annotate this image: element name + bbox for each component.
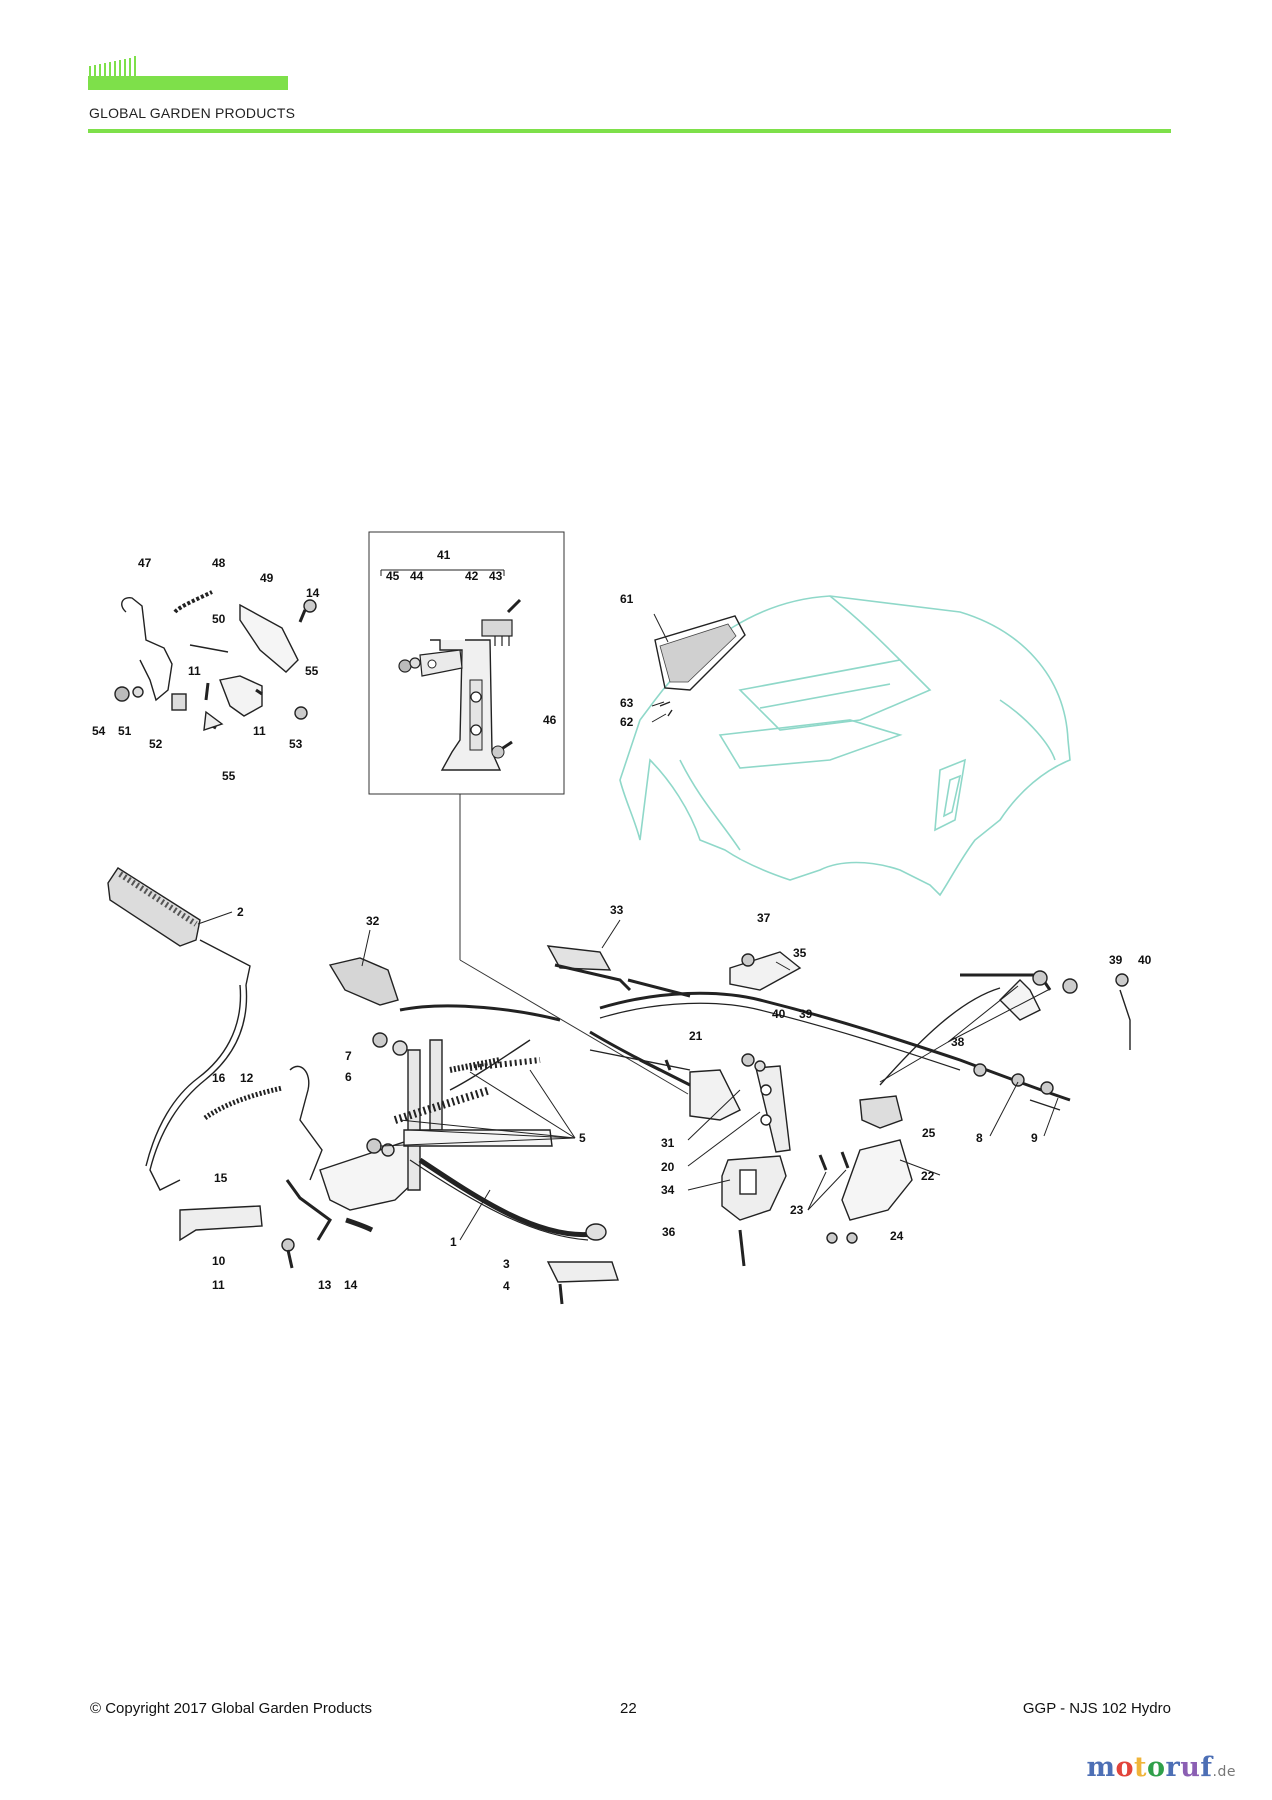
callout-label: 14: [306, 586, 320, 600]
callout-label: 35: [793, 946, 807, 960]
inset-switch-assembly: [368, 531, 689, 1095]
callout-label: 44: [410, 569, 424, 583]
callout-label: 16: [212, 1071, 226, 1085]
page-number: 22: [620, 1700, 637, 1717]
callout-label: 55: [222, 769, 236, 783]
callout-label: 34: [661, 1183, 675, 1197]
copyright-text: © Copyright 2017 Global Garden Products: [90, 1700, 373, 1717]
model-name: GGP - NJS 102 Hydro: [1022, 1700, 1171, 1717]
decal-61: [654, 615, 746, 717]
callout-label: 47: [138, 556, 152, 570]
main-linkage: [328, 945, 1131, 1305]
callout-label: 14: [344, 1278, 358, 1292]
callout-label: 33: [610, 903, 624, 917]
callout-label: 12: [240, 1071, 254, 1085]
brand-name: GLOBAL GARDEN PRODUCTS: [89, 105, 296, 121]
callout-label: 45: [386, 569, 400, 583]
brand-logo-icon: [88, 56, 288, 90]
callout-inset: 41: [437, 548, 451, 562]
callout-label: 36: [662, 1225, 676, 1239]
callout-label: 11: [188, 664, 201, 678]
callout-label: 63: [620, 696, 634, 710]
pedal-assembly: [107, 867, 417, 1269]
callout-label: 40: [1138, 953, 1152, 967]
callout-label: 43: [489, 569, 503, 583]
callout-label: 40: [772, 1007, 786, 1021]
callout-label: 23: [790, 1203, 804, 1217]
watermark-logo: motoruf.de: [1086, 1752, 1236, 1783]
brake-lever-subassembly: [114, 590, 317, 732]
callout-label: 24: [890, 1229, 904, 1243]
callout-label: 22: [921, 1169, 935, 1183]
callout-label: 15: [214, 1171, 228, 1185]
callout-label: 3: [503, 1257, 510, 1271]
callout-label: 13: [318, 1278, 332, 1292]
callout-label: 62: [620, 715, 634, 729]
callout-label: 39: [799, 1007, 813, 1021]
callout-label: 6: [345, 1070, 352, 1084]
callout-label: 20: [661, 1160, 675, 1174]
hood-outline: [619, 595, 1071, 897]
callout-labels: 41 47 48 49 14 50 11 55 54 51 52 11 53 5…: [92, 548, 1152, 1293]
callout-label: 49: [260, 571, 274, 585]
callout-label: 21: [689, 1029, 703, 1043]
callout-label: 54: [92, 724, 106, 738]
callout-label: 31: [661, 1136, 675, 1150]
callout-label: 10: [212, 1254, 226, 1268]
page-header: GLOBAL GARDEN PRODUCTS: [0, 0, 1272, 140]
callout-label: 8: [976, 1131, 983, 1145]
callout-label: 7: [345, 1049, 352, 1063]
callout-label: 2: [237, 905, 244, 919]
callout-label: 53: [289, 737, 303, 751]
header-divider: [88, 129, 1171, 133]
callout-label: 39: [1109, 953, 1123, 967]
callout-label: 42: [465, 569, 479, 583]
callout-label: 25: [922, 1126, 936, 1140]
callout-label: 48: [212, 556, 226, 570]
callout-label: 4: [503, 1279, 510, 1293]
callout-label: 37: [757, 911, 771, 925]
callout-label: 51: [118, 724, 132, 738]
callout-label: 5: [579, 1131, 586, 1145]
leader-lines: [197, 613, 1059, 1241]
callout-label: 1: [450, 1235, 457, 1249]
callout-label: 61: [620, 592, 634, 606]
callout-label: 55: [305, 664, 319, 678]
callout-label: 9: [1031, 1131, 1038, 1145]
callout-label: 46: [543, 713, 557, 727]
callout-label: 52: [149, 737, 163, 751]
callout-label: 50: [212, 612, 226, 626]
callout-label: 32: [366, 914, 380, 928]
callout-label: 11: [212, 1278, 225, 1292]
callout-label: 11: [253, 724, 266, 738]
